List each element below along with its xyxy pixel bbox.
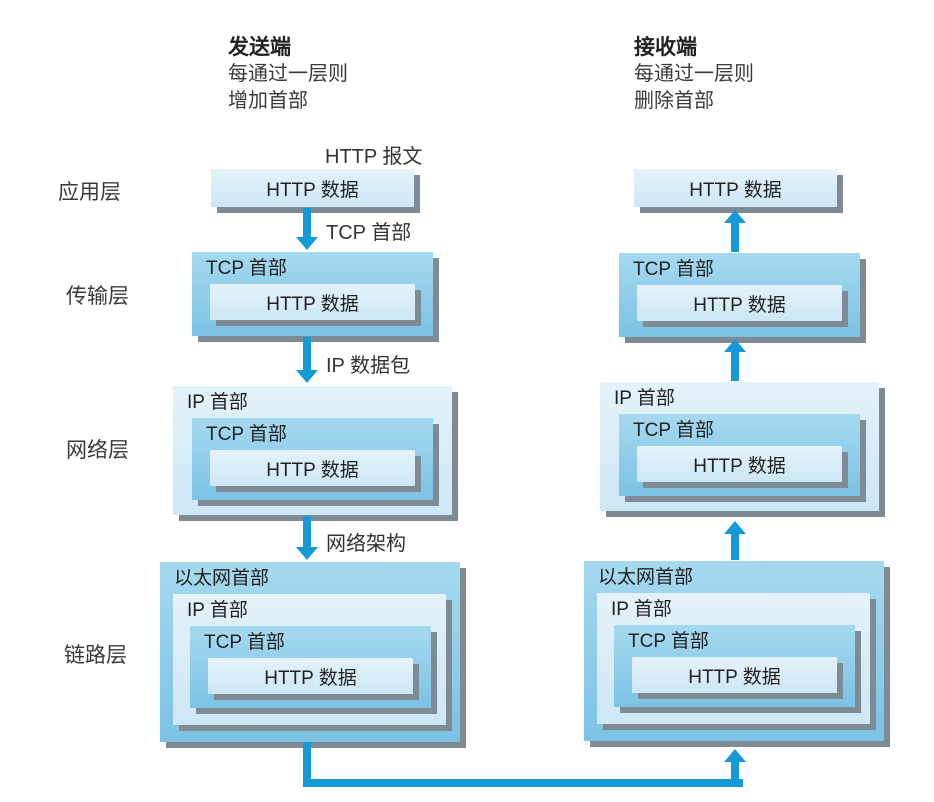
- ethernet-header-box-label: 以太网首部: [598, 567, 694, 588]
- tcp-header-box-label: TCP 首部: [206, 258, 287, 279]
- arrow-shaft: [303, 337, 311, 370]
- tcp-header-box-label: TCP 首部: [206, 424, 287, 445]
- receiver-link-http-box: HTTP 数据: [632, 657, 837, 693]
- receiver-link-ethernet-box: 以太网首部 IP 首部 TCP 首部 HTTP 数据: [584, 561, 884, 741]
- sender-network-tcp-box: TCP 首部 HTTP 数据: [192, 418, 433, 500]
- arrow-up-link-to-network: [724, 521, 746, 560]
- arrow-shaft: [731, 352, 739, 381]
- tcp-header-arrow-label: TCP 首部: [326, 222, 412, 244]
- arrow-up-icon: [724, 749, 746, 762]
- arrow-down-network-to-link: [296, 516, 318, 560]
- ethernet-header-box-label: 以太网首部: [174, 568, 270, 589]
- sender-link-http-box: HTTP 数据: [208, 658, 413, 694]
- arrow-down-app-to-transport: [296, 208, 318, 250]
- arrow-shaft: [731, 534, 739, 560]
- arrow-down-icon: [296, 237, 318, 250]
- arrow-up-icon: [724, 210, 746, 223]
- ip-header-box-label: IP 首部: [611, 599, 672, 620]
- sender-transport-http-box: HTTP 数据: [210, 284, 415, 320]
- arrow-shaft: [303, 208, 311, 237]
- sender-network-http-box: HTTP 数据: [210, 450, 415, 486]
- arrow-shaft: [303, 516, 311, 547]
- arrow-up-wire-to-link: [724, 749, 746, 783]
- receiver-app-http-box: HTTP 数据: [634, 169, 837, 207]
- receiver-transport-http-box: HTTP 数据: [637, 285, 842, 321]
- ip-header-box-label: IP 首部: [614, 388, 675, 409]
- sender-network-ip-box: IP 首部 TCP 首部 HTTP 数据: [173, 386, 452, 515]
- layer-label-application: 应用层: [58, 181, 121, 204]
- receiver-network-tcp-box: TCP 首部 HTTP 数据: [619, 414, 860, 496]
- wire-vertical-sender: [303, 742, 311, 787]
- arrow-shaft: [731, 762, 739, 783]
- receiver-network-ip-box: IP 首部 TCP 首部 HTTP 数据: [600, 382, 879, 511]
- tcp-header-box-label: TCP 首部: [628, 631, 709, 652]
- arrow-up-icon: [724, 339, 746, 352]
- receiver-link-tcp-box: TCP 首部 HTTP 数据: [614, 625, 855, 707]
- sender-link-tcp-box: TCP 首部 HTTP 数据: [190, 626, 431, 708]
- layer-label-transport: 传输层: [66, 285, 129, 308]
- tcp-header-box-label: TCP 首部: [633, 420, 714, 441]
- layer-label-link: 链路层: [64, 644, 127, 667]
- sender-title: 发送端: [228, 36, 291, 59]
- arrow-up-transport-to-app: [724, 210, 746, 252]
- receiver-subtitle-2: 删除首部: [634, 90, 714, 112]
- arrow-down-icon: [296, 547, 318, 560]
- wire-horizontal: [303, 779, 743, 787]
- network-arch-arrow-label: 网络架构: [326, 533, 406, 555]
- sender-app-http-box: HTTP 数据: [211, 169, 414, 207]
- arrow-down-icon: [296, 370, 318, 383]
- arrow-shaft: [731, 223, 739, 252]
- http-message-label: HTTP 报文: [325, 146, 423, 168]
- sender-transport-tcp-box: TCP 首部 HTTP 数据: [192, 252, 433, 336]
- arrow-down-transport-to-network: [296, 337, 318, 383]
- sender-link-ethernet-box: 以太网首部 IP 首部 TCP 首部 HTTP 数据: [160, 562, 460, 742]
- layer-label-network: 网络层: [66, 439, 129, 462]
- tcp-header-box-label: TCP 首部: [204, 632, 285, 653]
- sender-subtitle-2: 增加首部: [228, 90, 308, 112]
- receiver-link-ip-box: IP 首部 TCP 首部 HTTP 数据: [597, 593, 870, 724]
- ip-header-box-label: IP 首部: [187, 600, 248, 621]
- sender-header: 发送端 每通过一层则 增加首部: [228, 34, 348, 115]
- arrow-up-network-to-transport: [724, 339, 746, 381]
- ip-header-box-label: IP 首部: [187, 392, 248, 413]
- receiver-network-http-box: HTTP 数据: [637, 446, 842, 482]
- receiver-header: 接收端 每通过一层则 删除首部: [634, 34, 754, 115]
- receiver-subtitle-1: 每通过一层则: [634, 63, 754, 85]
- receiver-title: 接收端: [634, 36, 697, 59]
- sender-subtitle-1: 每通过一层则: [228, 63, 348, 85]
- receiver-transport-tcp-box: TCP 首部 HTTP 数据: [619, 253, 860, 337]
- ip-packet-arrow-label: IP 数据包: [326, 355, 411, 377]
- arrow-up-icon: [724, 521, 746, 534]
- sender-link-ip-box: IP 首部 TCP 首部 HTTP 数据: [173, 594, 446, 725]
- tcp-header-box-label: TCP 首部: [633, 259, 714, 280]
